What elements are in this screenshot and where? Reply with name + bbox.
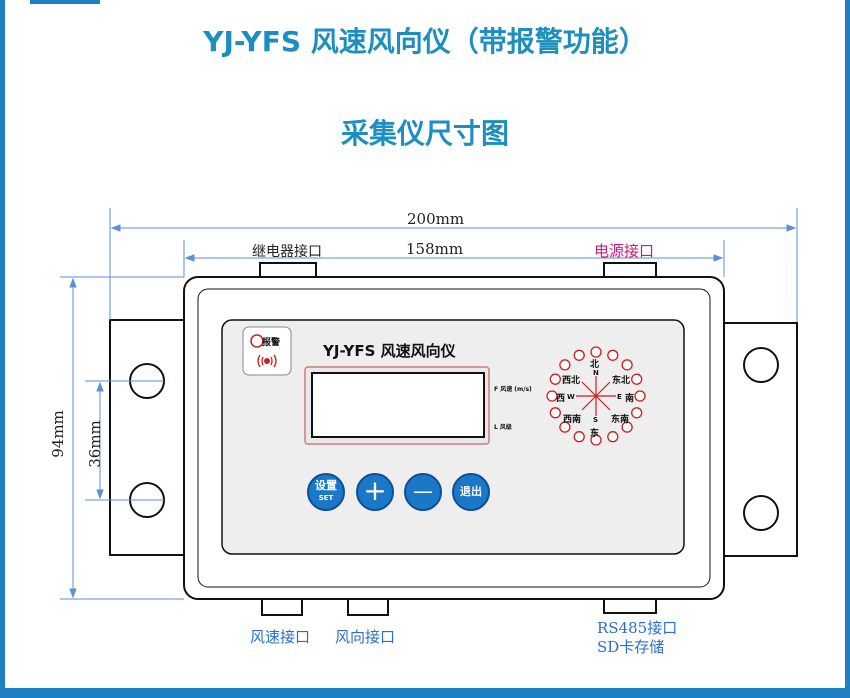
page-title: YJ-YFS 风速风向仪（带报警功能） [203,25,647,58]
compass-north-letter: N [593,369,599,377]
compass-led [590,434,602,446]
compass-led [559,359,571,371]
alarm-wave-icon [257,354,277,368]
compass-led [573,349,585,361]
compass-led [607,431,619,443]
lcd-screen [311,372,485,438]
compass-south: 东 [590,429,600,439]
compass-led [634,390,646,402]
wind-direction-port-label: 风向接口 [335,628,396,646]
compass-led [631,373,643,385]
relay-port-label: 继电器接口 [252,244,322,260]
display-wind-level-label: L 风级 [494,424,512,431]
compass-led [607,349,619,361]
set-button[interactable]: 设置 SET [307,473,345,511]
compass-west: 西 [556,394,566,404]
right-top-hole [743,347,779,383]
exit-button[interactable]: 退出 [452,473,490,511]
compass-led [621,421,633,433]
minus-button[interactable]: — [404,473,442,511]
alarm-box [242,326,292,376]
compass-north: 北 [590,360,600,370]
dimension-lines [60,208,798,600]
compass-led [546,390,558,402]
frame-right-border [845,0,850,698]
alarm-sound-icon [264,358,270,364]
total-height-label: 94mm [48,410,67,458]
total-width-label: 200mm [407,210,465,228]
set-button-sub-label: SET [318,494,334,502]
wind-speed-port [261,598,303,616]
device-name: YJ-YFS 风速风向仪 [323,342,456,360]
frame-left-border [0,0,5,698]
compass-led [631,407,643,419]
sd-card-label: SD卡存储 [597,638,665,656]
display-wind-speed-label: F 风速 (m/s) [494,386,532,393]
wind-direction-port [347,598,389,616]
power-port-label: 电源接口 [594,242,655,260]
power-port [603,262,657,278]
alarm-indicator-icon [250,334,264,348]
compass-led [549,373,561,385]
plus-button[interactable]: + [356,473,394,511]
compass-east: 南 [625,394,635,404]
frame-top-tab [30,0,100,4]
minus-icon: — [413,479,433,503]
rs485-port-label: RS485接口 [597,619,678,637]
frame-bottom-border [0,688,850,698]
compass-northeast: 东北 [612,376,631,386]
wind-speed-port-label: 风速接口 [250,628,311,646]
compass-led [590,346,602,358]
compass-northwest: 西北 [562,376,581,386]
compass-star [576,376,616,416]
rs485-port [603,598,657,614]
set-button-label: 设置 [315,479,337,492]
compass-south-letter: S [593,416,599,424]
left-flange [109,319,185,556]
hole-spacing-label: 36mm [85,420,104,468]
compass-led [621,359,633,371]
right-bottom-hole [743,495,779,531]
enclosure-inner [197,288,711,588]
exit-button-label: 退出 [460,485,482,498]
page-subtitle: 采集仪尺寸图 [340,117,509,150]
compass-west-letter: W [567,393,575,401]
relay-port [259,262,317,278]
alarm-label: 报警 [262,338,281,348]
compass-southeast: 东南 [611,415,630,425]
compass-led [559,421,571,433]
inner-width-label: 158mm [406,240,464,258]
compass-southwest: 西南 [563,415,582,425]
compass-led [549,407,561,419]
compass-led [573,431,585,443]
compass-east-letter: E [617,393,622,401]
plus-icon: + [363,474,387,507]
